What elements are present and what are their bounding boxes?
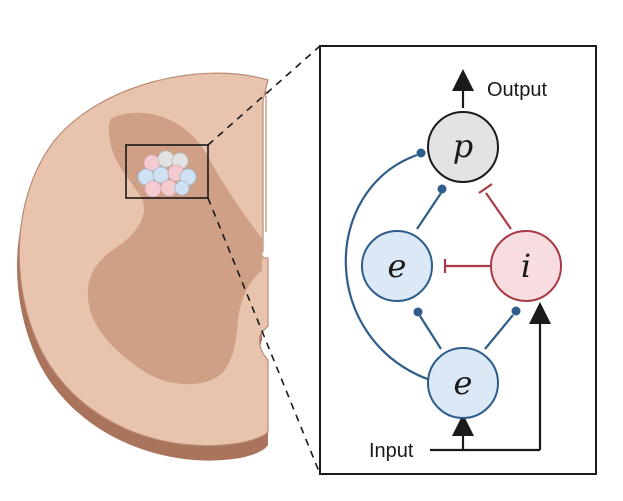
zoom-line-bottom: [207, 197, 321, 475]
edge-e-bottom-to-e-mid: [419, 315, 442, 350]
node-i-circle: [490, 230, 562, 302]
edge-e-bottom-to-i: [484, 314, 514, 350]
node-e-bottom-label: e: [454, 364, 473, 402]
spinal-cord-grey-matter: [87, 112, 262, 385]
zoom-box: [125, 144, 209, 199]
node-e-middle: e: [361, 230, 433, 302]
node-p-circle: [427, 111, 499, 183]
node-e-middle-label: e: [388, 247, 407, 285]
node-e-bottom-circle: [427, 347, 499, 419]
neuron-cluster: [137, 150, 197, 198]
inhibitor-i-to-p: [478, 183, 493, 194]
synapse-e-mid-to-p: [437, 184, 447, 194]
node-e-middle-circle: [361, 230, 433, 302]
spinal-cord-illustration: [17, 72, 270, 461]
input-label: Input: [369, 440, 414, 462]
synapse-e-bottom-to-e-mid: [413, 307, 423, 317]
node-p-label: p: [453, 127, 473, 165]
node-e-bottom: e: [427, 347, 499, 419]
synapse-e-bottom-to-i: [511, 306, 521, 316]
node-i-label: i: [521, 247, 531, 285]
synapse-e-bottom-to-p: [416, 148, 426, 158]
edge-i-to-p: [485, 192, 512, 230]
node-i: i: [490, 230, 562, 302]
edge-e-bottom-to-p: [344, 153, 431, 382]
central-canal: [262, 250, 270, 258]
edge-e-mid-to-p: [416, 192, 442, 230]
node-p: p: [427, 111, 499, 183]
output-label: Output: [487, 79, 547, 101]
